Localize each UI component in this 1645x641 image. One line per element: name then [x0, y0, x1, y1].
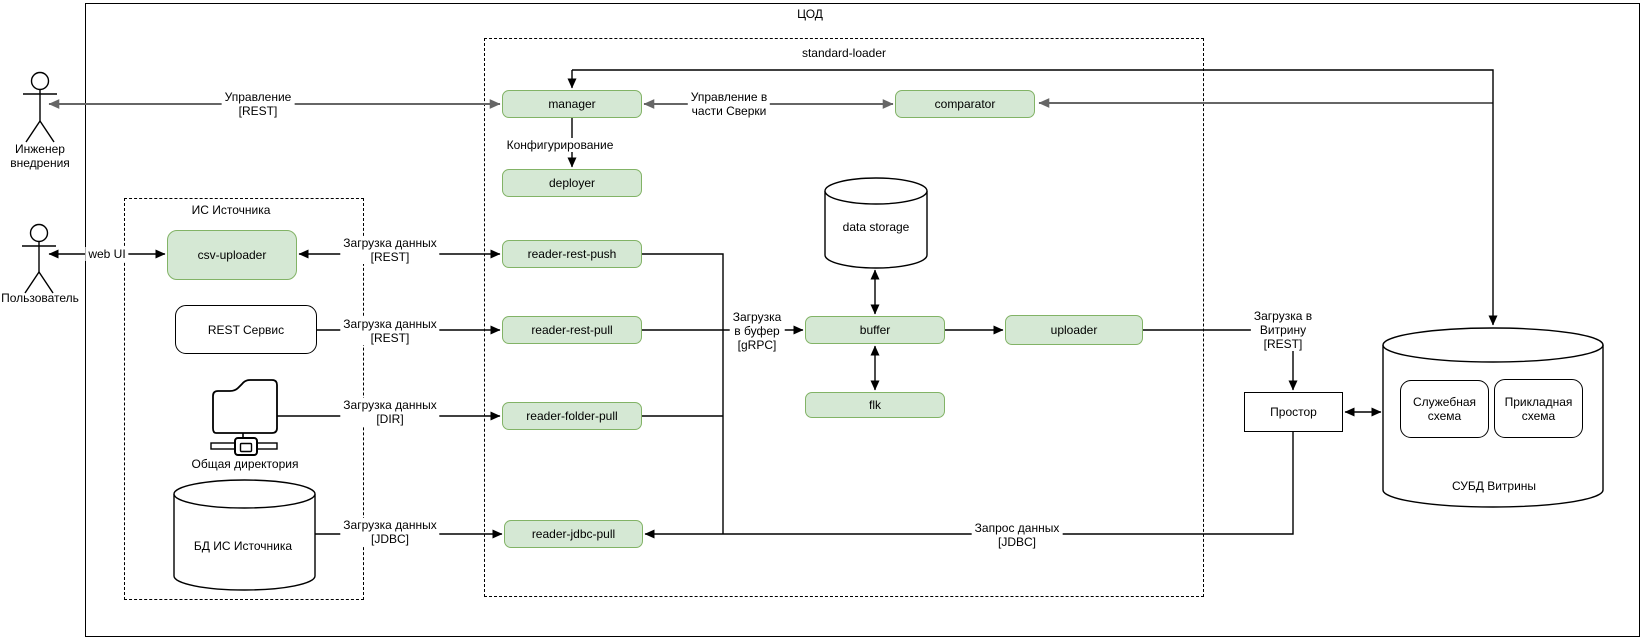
edge-label-web-ui: web UI — [85, 247, 129, 261]
user-actor-icon — [22, 223, 56, 294]
edge-label-load-rest-pull: Загрузка данных [REST] — [340, 317, 440, 345]
is-source-title: ИС Источника — [191, 203, 271, 217]
edge-label-konfigurirovanie: Конфигурирование — [503, 138, 617, 152]
cod-container-box — [85, 3, 1640, 637]
edge-label-load-rest-push: Загрузка данных [REST] — [340, 236, 440, 264]
vitrina-db-label: СУБД Витрины — [1451, 479, 1537, 493]
node-flk: flk — [805, 392, 945, 418]
engineer-actor-icon — [23, 71, 57, 143]
edge-manager-vitrina-db — [572, 69, 1498, 326]
source-db-cylinder — [173, 479, 316, 591]
node-reader-folder-pull: reader-folder-pull — [502, 402, 642, 430]
source-db-label: БД ИС Источника — [193, 539, 293, 553]
edge-label-upravlenie: Управление [REST] — [221, 90, 295, 118]
shared-directory-folder-icon — [210, 379, 278, 456]
node-reader-rest-push: reader-rest-push — [502, 240, 642, 268]
cod-title: ЦОД — [797, 7, 823, 21]
node-deployer: deployer — [502, 169, 642, 197]
standard-loader-container-box — [484, 38, 1204, 597]
node-manager: manager — [502, 90, 642, 118]
node-buffer: buffer — [805, 316, 945, 344]
node-reader-rest-pull: reader-rest-pull — [502, 316, 642, 344]
edge-prostor-reader-jdbc-pull — [644, 432, 1294, 539]
edge-label-load-jdbc: Загрузка данных [JDBC] — [340, 518, 440, 546]
user-actor-label: Пользователь — [1, 291, 79, 305]
node-comparator: comparator — [895, 90, 1035, 118]
node-prostor: Простор — [1244, 392, 1343, 432]
edge-label-upravlenie-sverka: Управление в части Сверки — [687, 90, 771, 118]
node-reader-jdbc-pull: reader-jdbc-pull — [504, 520, 643, 548]
node-applied-schema: Прикладная схема — [1494, 379, 1583, 438]
data-storage-cylinder — [824, 177, 928, 269]
edge-label-load-vitrina: Загрузка в Витрину [REST] — [1250, 309, 1316, 351]
data-storage-label: data storage — [842, 220, 910, 234]
node-uploader: uploader — [1005, 315, 1143, 345]
standard-loader-title: standard-loader — [801, 46, 887, 60]
edge-readers-collector — [642, 253, 724, 534]
edge-label-request-jdbc: Запрос данных [JDBC] — [971, 521, 1063, 549]
edge-label-load-buffer: Загрузка в буфер [gRPC] — [729, 310, 785, 352]
engineer-actor-label: Инженер внедрения — [10, 142, 70, 170]
edge-label-load-dir: Загрузка данных [DIR] — [340, 398, 440, 426]
node-rest-service: REST Сервис — [175, 305, 317, 354]
node-service-schema: Служебная схема — [1400, 380, 1489, 438]
shared-directory-label: Общая директория — [191, 457, 299, 471]
node-csv-uploader: csv-uploader — [167, 230, 297, 280]
